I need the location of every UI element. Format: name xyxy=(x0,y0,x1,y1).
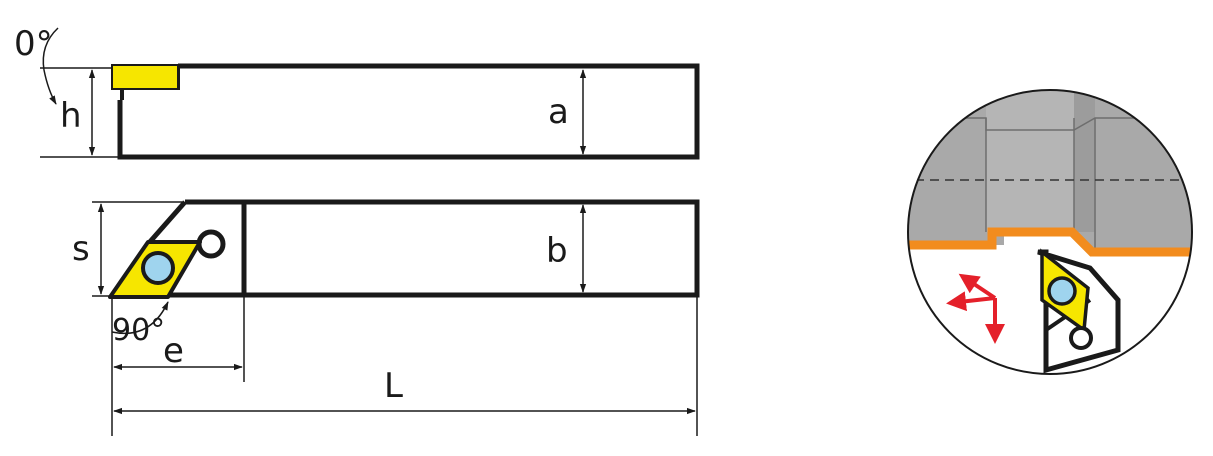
insert-hole-icon xyxy=(141,251,175,285)
machining-detail xyxy=(907,89,1193,375)
feed-direction-arrows-icon xyxy=(946,273,1005,344)
rake-angle-arc xyxy=(42,27,59,105)
machined-profile xyxy=(908,227,1192,257)
e-label: e xyxy=(163,331,184,371)
detail-clamp-screw-icon xyxy=(1069,326,1093,350)
side-view: 0° h a xyxy=(14,24,700,160)
side-insert xyxy=(111,64,179,90)
approach-angle-arc xyxy=(111,301,169,335)
top-view: s b 90° e L xyxy=(72,199,700,436)
top-view-angled-edge xyxy=(146,200,187,246)
s-label: s xyxy=(72,229,90,269)
angle-bottom-label: 90° xyxy=(112,313,165,348)
b-label: b xyxy=(546,231,568,271)
side-view-body-outline xyxy=(117,63,700,160)
L-label: L xyxy=(384,366,403,406)
top-view-body-outline xyxy=(112,199,700,298)
a-label: a xyxy=(548,92,569,132)
h-label: h xyxy=(60,96,82,136)
angle-top-label: 0° xyxy=(14,24,53,64)
clamp-screw-icon xyxy=(196,229,226,259)
